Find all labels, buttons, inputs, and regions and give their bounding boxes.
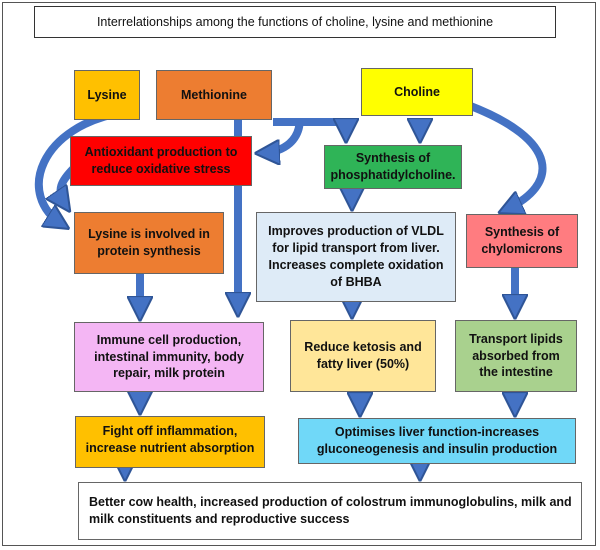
node-choline: Choline: [361, 68, 473, 116]
node-outcome: Better cow health, increased production …: [78, 482, 582, 540]
arrow-methionine-antioxidant: [262, 117, 304, 153]
node-lysine: Lysine: [74, 70, 140, 120]
node-ketosis: Reduce ketosis and fatty liver (50%): [290, 320, 436, 392]
node-chylomicrons: Synthesis of chylomicrons: [466, 214, 578, 268]
node-inflammation: Fight off inflammation, increase nutrien…: [75, 416, 265, 468]
node-lysine-protein: Lysine is involved in protein synthesis: [74, 212, 224, 274]
diagram-frame: [2, 2, 596, 546]
node-vldl: Improves production of VLDL for lipid tr…: [256, 212, 456, 302]
arrow-methionine-phosphatidylcholine: [273, 118, 346, 136]
node-phosphatidylcholine: Synthesis of phosphatidylcholine.: [324, 145, 462, 189]
diagram-title: Interrelationships among the functions o…: [34, 6, 556, 38]
node-transport: Transport lipids absorbed from the intes…: [455, 320, 577, 392]
arrow-choline-chylomicrons: [466, 101, 547, 210]
node-antioxidant: Antioxidant production to reduce oxidati…: [70, 136, 252, 186]
node-immune: Immune cell production, intestinal immun…: [74, 322, 264, 392]
node-methionine: Methionine: [156, 70, 272, 120]
node-liver: Optimises liver function-increases gluco…: [298, 418, 576, 464]
